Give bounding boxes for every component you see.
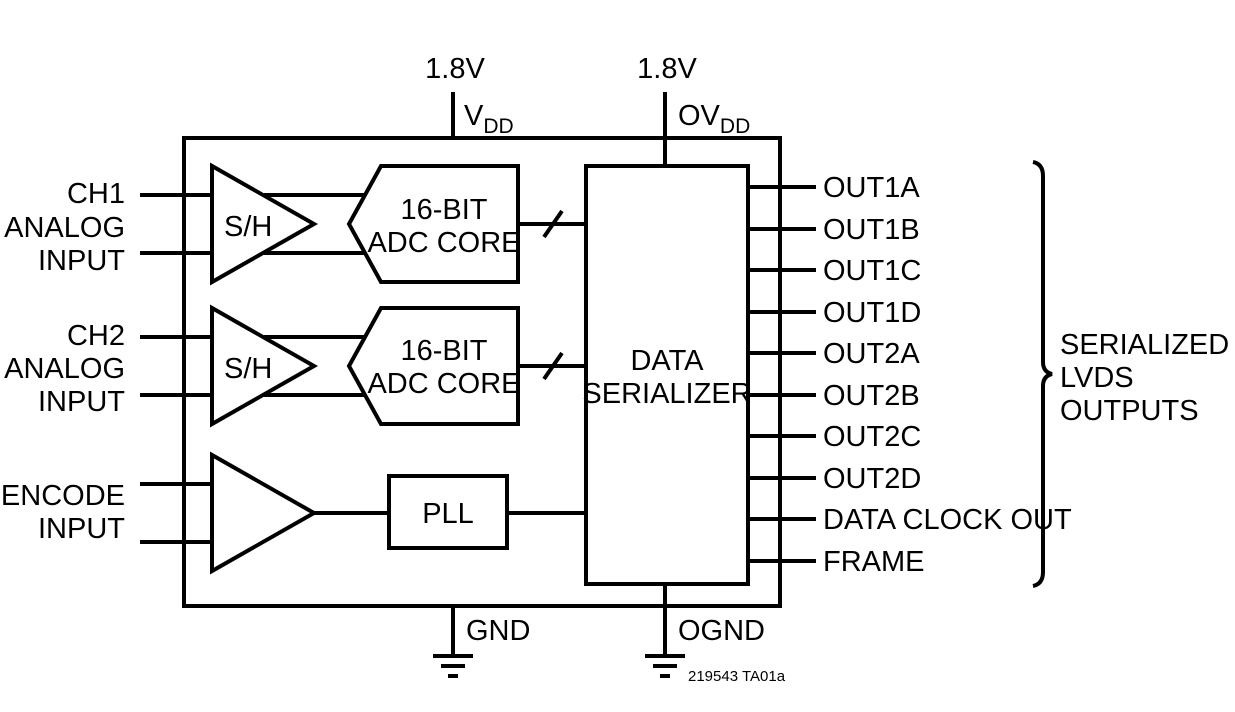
output-pin-label: OUT1A	[823, 172, 920, 204]
ch2-sample-hold-amplifier	[210, 304, 319, 428]
output-pin-label: OUT1D	[823, 297, 921, 329]
encode-label-line1: ENCODE	[1, 480, 125, 512]
output-pin-label: OUT1B	[823, 214, 920, 246]
ch2-label-line1: CH2	[67, 320, 125, 352]
ch2-label-line3: INPUT	[38, 386, 125, 418]
ognd-label: OGND	[678, 615, 765, 647]
ch1-sample-hold-amplifier	[210, 162, 319, 286]
output-pins: OUT1A OUT1B OUT1C OUT1D OUT2A OUT2B OUT2C OUT2D…	[748, 172, 1072, 578]
serializer-label-line1: DATA	[630, 345, 704, 377]
ch2-sample-hold-label: S/H	[224, 353, 272, 385]
pll-block	[387, 474, 509, 550]
output-pin-label: OUT2A	[823, 338, 920, 370]
ch2-adc-label-line2: ADC CORE	[367, 368, 520, 400]
vdd-label: VDD	[464, 100, 514, 138]
ch1-label-line3: INPUT	[38, 245, 125, 277]
serializer-label-line2: SERIALIZER	[582, 378, 751, 410]
data-serializer-block	[584, 164, 750, 586]
encode-label-line2: INPUT	[38, 513, 125, 545]
ovdd-label: OVDD	[678, 100, 750, 138]
ch1-adc-core-block	[346, 164, 520, 284]
output-pin-label: DATA CLOCK OUT	[823, 504, 1072, 536]
output-pin-label: FRAME	[823, 546, 925, 578]
output-group-label-line2: LVDS	[1060, 362, 1134, 394]
ognd-symbol	[645, 654, 685, 678]
output-pin-label: OUT2C	[823, 421, 921, 453]
vdd-voltage: 1.8V	[425, 53, 485, 85]
encode-buffer-amplifier	[210, 451, 319, 575]
output-group-label-line1: SERIALIZED	[1060, 329, 1229, 361]
ch2-adc-core-block	[346, 306, 520, 426]
output-pin-label: OUT1C	[823, 255, 921, 287]
pll-label: PLL	[422, 498, 474, 530]
ch2-adc-label-line1: 16-BIT	[400, 335, 487, 367]
ovdd-voltage: 1.8V	[637, 53, 697, 85]
ch1-label-line2: ANALOG	[4, 212, 125, 244]
ch1-sample-hold-label: S/H	[224, 211, 272, 243]
figure-id: 219543 TA01a	[688, 668, 786, 685]
ch2-label-line2: ANALOG	[4, 353, 125, 385]
output-group-brace	[1032, 160, 1053, 588]
output-pin-label: OUT2D	[823, 463, 921, 495]
ch1-label-line1: CH1	[67, 178, 125, 210]
ch1-bus-slash	[542, 209, 564, 239]
ch1-adc-label-line1: 16-BIT	[400, 194, 487, 226]
output-pin-label: OUT2B	[823, 380, 920, 412]
gnd-label: GND	[466, 615, 530, 647]
ch2-bus-slash	[542, 351, 564, 381]
gnd-symbol	[433, 654, 473, 678]
ch1-adc-label-line2: ADC CORE	[367, 227, 520, 259]
output-group-label-line3: OUTPUTS	[1060, 395, 1199, 427]
